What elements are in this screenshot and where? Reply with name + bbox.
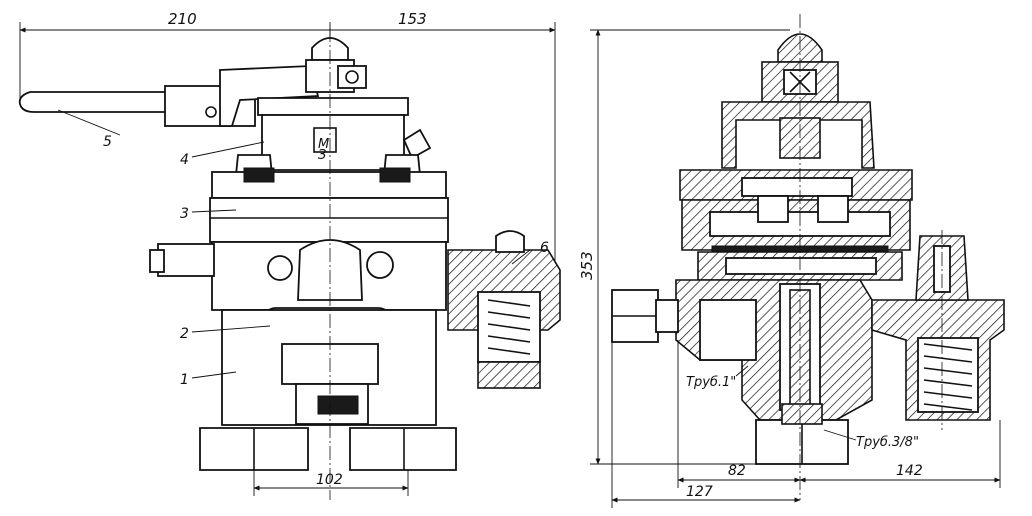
top-cap-dome <box>311 37 349 61</box>
part-label-4: 4 <box>180 152 189 168</box>
dimension-82: 82 <box>728 463 746 479</box>
flange-bolt-1 <box>243 167 275 183</box>
flange-bolt-2 <box>379 167 411 183</box>
dimension-153: 153 <box>398 10 427 28</box>
part-label-3: 3 <box>180 206 189 222</box>
dimension-102: 102 <box>316 472 343 488</box>
pressure-valve-bottom <box>477 361 541 389</box>
height-dimension: 353 <box>578 29 790 465</box>
handle-grip <box>18 91 169 113</box>
part-label-6: 6 <box>540 240 549 256</box>
section-relief-spring <box>923 343 973 411</box>
pressure-valve-spring <box>487 299 531 355</box>
side-screw-head <box>337 65 367 89</box>
leader-5 <box>57 109 121 136</box>
dimension-127: 127 <box>686 484 713 500</box>
pressure-valve-cap <box>495 230 525 253</box>
leader-2 <box>191 325 271 333</box>
section-valve-plug-1 <box>757 195 789 223</box>
bottom-nut-right <box>349 427 457 471</box>
section-bottom-gland <box>781 403 823 425</box>
cover-top-flange <box>257 97 409 116</box>
handle-pivot-pin <box>205 106 217 118</box>
leader-3 <box>191 209 237 213</box>
leader-pipe-1 <box>735 365 749 377</box>
section-cover-shell <box>721 101 875 169</box>
part-label-2: 2 <box>180 326 189 342</box>
section-flange-cavity <box>741 177 853 197</box>
part-label-5: 5 <box>103 134 112 150</box>
filter-mesh <box>317 395 359 415</box>
middle-flange <box>209 197 449 243</box>
leader-1 <box>191 371 237 379</box>
section-view: Труб.1" Труб.3/8" 82 142 127 <box>611 14 1005 508</box>
dimension-142: 142 <box>896 463 923 479</box>
leader-6 <box>511 249 531 265</box>
cover-body <box>261 114 405 171</box>
leader-4 <box>191 141 265 158</box>
body-plug-left <box>267 255 293 281</box>
section-valve-plug-2 <box>817 195 849 223</box>
inlet-fitting <box>157 243 215 277</box>
annotation-pipe-3-8: Труб.3/8" <box>856 435 919 450</box>
inlet-fitting-end <box>149 249 165 273</box>
leader-pipe-3-8 <box>823 429 857 441</box>
dimension-353: 353 <box>578 251 596 280</box>
screw-slot <box>345 70 359 84</box>
annotation-pipe-1: Труб.1" <box>686 375 736 390</box>
breather-fitting <box>402 128 432 160</box>
section-diaphragm-cavity <box>725 257 877 275</box>
body-plug-right <box>366 251 394 279</box>
section-inlet-spigot <box>655 299 679 333</box>
section-relief-cavity <box>917 337 979 413</box>
section-inlet-cavity <box>699 299 757 361</box>
part-label-1: 1 <box>180 372 189 388</box>
dimension-210: 210 <box>168 10 197 28</box>
cover-mark-frame <box>313 127 337 153</box>
